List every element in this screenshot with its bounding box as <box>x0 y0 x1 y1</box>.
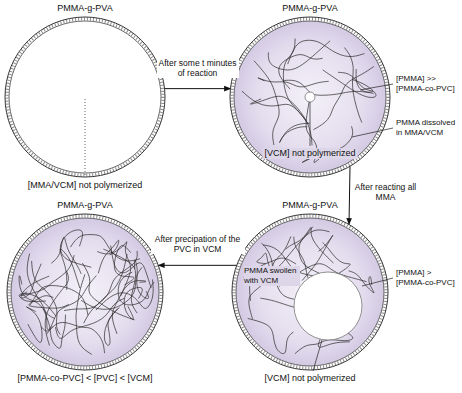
content-label: [VCM] not polymerized <box>228 373 392 384</box>
droplet-outline <box>228 200 392 390</box>
droplet-fill <box>11 218 159 366</box>
droplet-fill <box>236 218 384 366</box>
polymer-chains <box>244 227 374 354</box>
reaction-arrow <box>349 166 350 224</box>
monomer-core <box>294 272 362 340</box>
shell-hatch <box>232 19 388 175</box>
shell-inner <box>11 218 159 366</box>
shell-inner <box>234 21 386 173</box>
leader-line <box>362 278 393 286</box>
content-label: [PMMA-co-PVC] < [PVC] < [VCM] <box>3 373 167 384</box>
polymer-chains <box>19 230 154 355</box>
polymer-chains <box>242 39 376 163</box>
droplet: PMMA-g-PVA [MMA/VCM] not polymerized <box>1 3 169 197</box>
shell-hatch <box>7 19 163 175</box>
droplet-outline <box>1 3 169 197</box>
reaction-arrow <box>158 265 236 266</box>
shell-outer <box>5 17 165 177</box>
leader-line <box>310 102 311 146</box>
shell-outer <box>230 17 390 177</box>
edge-label: After reacting all MMA <box>354 182 418 202</box>
droplet: PMMA-g-PVA [VCM] not polymerized <box>226 3 394 181</box>
droplet: PMMA-g-PVA [PMMA-co-PVC] < [PVC] < [VCM] <box>3 200 167 390</box>
reaction-arrow <box>165 88 231 89</box>
callout-label: [PMMA] >> [PMMA-co-PVC] <box>396 74 460 94</box>
shell-inner <box>236 218 384 366</box>
edge-label: After precipation of the PVC in VCM <box>151 234 245 254</box>
monomer-core <box>305 92 315 102</box>
callout-label: [PMMA] > [PMMA-co-PVC] <box>396 268 460 288</box>
callout-label: PMMA swollen with VCM <box>244 266 300 286</box>
callout-label: PMMA dissolved in MMA/VCM <box>396 118 460 138</box>
leader-line <box>85 99 86 175</box>
droplet-fill <box>234 21 386 173</box>
shell-hatch <box>234 216 386 368</box>
shell-label: PMMA-g-PVA <box>226 3 394 14</box>
shell-label: PMMA-g-PVA <box>1 3 169 14</box>
content-label: [MMA/VCM] not polymerized <box>1 180 169 191</box>
leader-line <box>352 128 393 137</box>
droplet: PMMA-g-PVA[VCM] not polymerized <box>228 200 392 390</box>
droplet-outline <box>3 200 167 390</box>
edge-label: After some t minutes of reaction <box>157 58 239 78</box>
content-label: [VCM] not polymerized <box>262 148 357 159</box>
leader-line <box>313 340 322 371</box>
shell-outer <box>232 214 388 370</box>
shell-outer <box>7 214 163 370</box>
leader-line <box>360 84 393 90</box>
shell-hatch <box>9 216 161 368</box>
shell-label: PMMA-g-PVA <box>3 200 167 211</box>
